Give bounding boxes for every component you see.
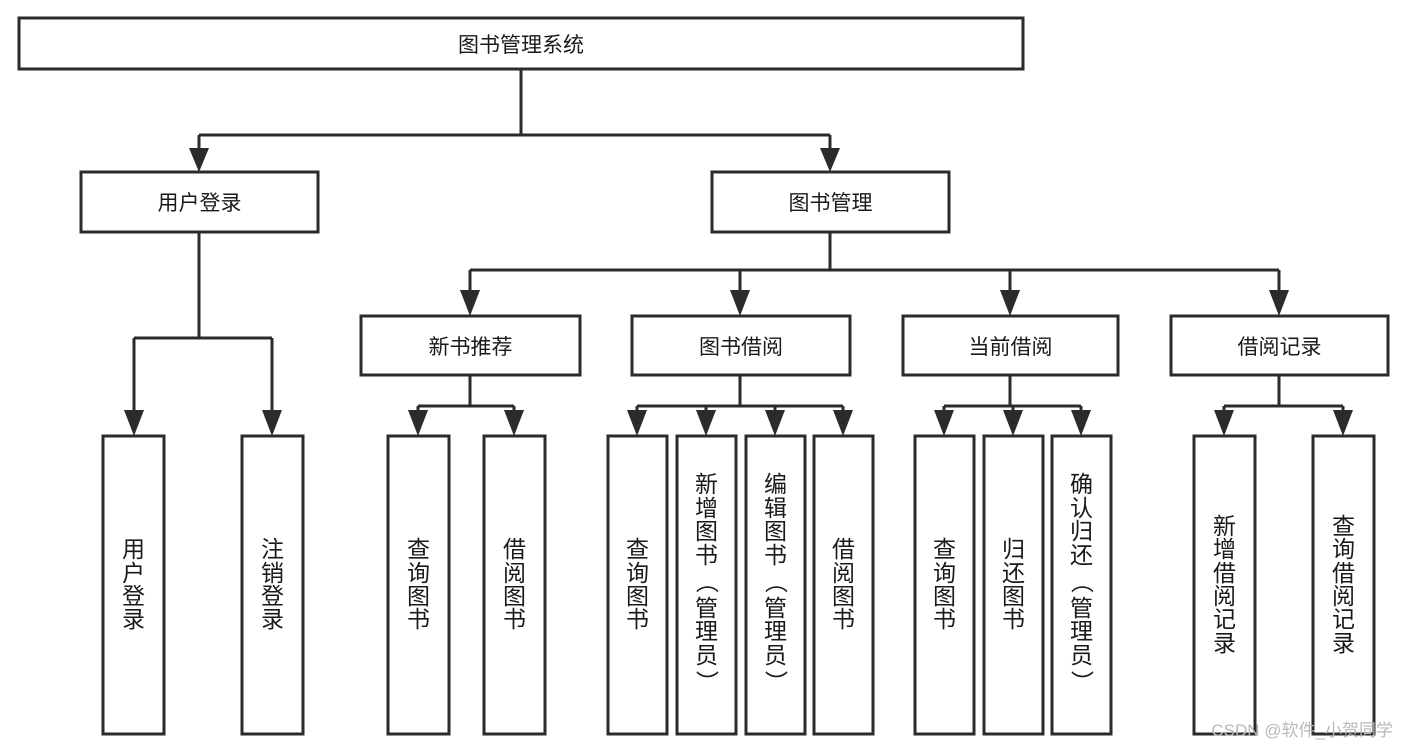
leaf-box-current-borrow-0[interactable]	[913, 434, 976, 736]
node-book-borrow-box[interactable]	[630, 314, 852, 377]
arrowhead-leaf-book-borrow-2	[765, 410, 785, 436]
node-root-box[interactable]	[17, 16, 1025, 71]
node-user-login-box[interactable]	[79, 170, 320, 234]
node-new-book-recommend-box[interactable]	[359, 314, 582, 377]
arrowhead-leaf-current-borrow-0	[934, 410, 954, 436]
arrowhead-user-login	[189, 148, 209, 172]
leaf-box-borrow-record-0[interactable]	[1192, 434, 1257, 736]
leaf-box-user-login-1[interactable]	[240, 434, 305, 736]
arrowhead-book-manage	[820, 148, 840, 172]
arrowhead-leaf-borrow-record-0	[1214, 410, 1234, 436]
arrowhead-borrow-record	[1269, 290, 1289, 316]
leaf-box-book-borrow-1[interactable]	[675, 434, 738, 736]
arrowhead-leaf-current-borrow-2	[1071, 410, 1091, 436]
arrowhead-leaf-current-borrow-1	[1003, 410, 1023, 436]
leaf-box-book-borrow-0[interactable]	[606, 434, 669, 736]
arrowhead-leaf-user-login-0	[124, 410, 144, 436]
node-borrow-record-box[interactable]	[1169, 314, 1390, 377]
leaf-box-user-login-0[interactable]	[101, 434, 166, 736]
leaf-box-new-book-1[interactable]	[482, 434, 547, 736]
arrowhead-leaf-book-borrow-0	[627, 410, 647, 436]
leaf-box-book-borrow-3[interactable]	[812, 434, 875, 736]
csdn-watermark: CSDN @软件_小贺同学	[1211, 721, 1393, 740]
arrowhead-leaf-book-borrow-1	[696, 410, 716, 436]
node-current-borrow-box[interactable]	[901, 314, 1120, 377]
arrowhead-leaf-new-book-1	[504, 410, 524, 436]
leaf-box-new-book-0[interactable]	[386, 434, 451, 736]
leaf-box-borrow-record-1[interactable]	[1311, 434, 1376, 736]
arrowhead-leaf-book-borrow-3	[833, 410, 853, 436]
arrowhead-book-borrow	[730, 290, 750, 316]
arrowhead-leaf-borrow-record-1	[1333, 410, 1353, 436]
leaf-box-current-borrow-2[interactable]	[1050, 434, 1113, 736]
arrowhead-new-book-recommend	[460, 290, 480, 316]
arrowhead-current-borrow	[1000, 290, 1020, 316]
arrowhead-leaf-user-login-1	[262, 410, 282, 436]
leaf-box-current-borrow-1[interactable]	[982, 434, 1045, 736]
arrowhead-leaf-new-book-0	[408, 410, 428, 436]
node-book-manage-box[interactable]	[710, 170, 951, 234]
leaf-box-book-borrow-2[interactable]	[744, 434, 807, 736]
